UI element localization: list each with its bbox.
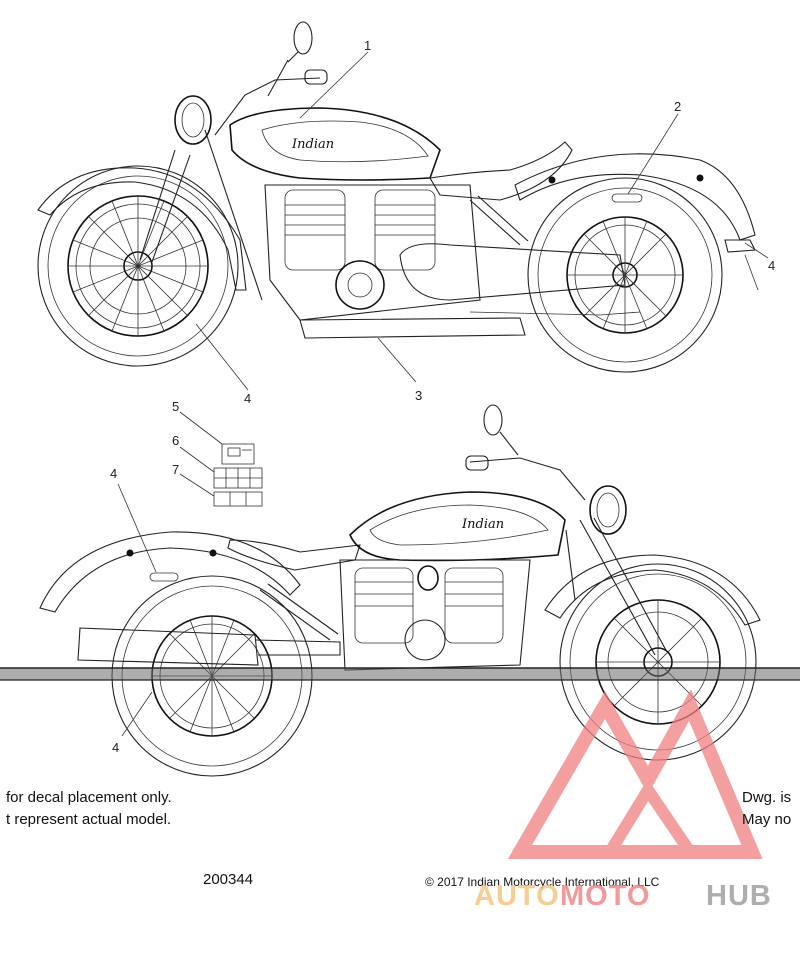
callout-4-rear-wheel-bottom: 4 [112, 740, 119, 755]
note-right-line2: May no [742, 811, 792, 828]
engine-bottom [339, 559, 531, 671]
drawing-number: 200344 [203, 871, 254, 888]
callout-4-rear-top: 4 [768, 258, 775, 273]
watermark-hub: HUB [706, 880, 772, 912]
ground-strip [0, 668, 800, 680]
rear-fender-top [514, 153, 756, 241]
handlebar-bottom [465, 404, 586, 501]
note-right-line1: Dwg. is [742, 789, 792, 806]
front-wheel-top [37, 165, 239, 367]
decal-5-label [221, 443, 255, 465]
decal-7-label [213, 491, 263, 507]
front-fork-top [139, 129, 263, 301]
front-fork-bottom [565, 517, 668, 656]
callouts-top: 1 2 3 4 4 [195, 38, 775, 406]
fuel-tank-top [229, 107, 441, 181]
headlight-bottom [589, 485, 627, 535]
rear-shock-top [469, 195, 529, 246]
rear-wheel-top [527, 177, 723, 373]
callout-3: 3 [415, 388, 422, 403]
note-left-line1: for decal placement only. [6, 789, 172, 806]
copyright-notice: © 2017 Indian Motorcycle International, … [425, 875, 660, 889]
callout-1: 1 [364, 38, 371, 53]
headlight-top [174, 95, 212, 145]
rear-fender-decal-bottom [149, 572, 179, 582]
front-fender-bottom [544, 554, 761, 626]
callout-4-front-top: 4 [244, 391, 251, 406]
rear-fender-decal-top [611, 193, 643, 203]
swingarm-top [399, 243, 626, 301]
motorcycle-side-view-left: Indian [37, 21, 759, 373]
engine-top [264, 184, 526, 339]
note-left-line2: t represent actual model. [6, 811, 172, 828]
callout-6: 6 [172, 433, 179, 448]
rear-fender-bottom [39, 531, 301, 613]
callouts-bottom: 4 4 [110, 466, 157, 755]
watermark-text: AUTO MOTO HUB [474, 880, 800, 916]
decal-sheets: 5 6 7 [172, 399, 263, 507]
fuel-tank-bottom [349, 491, 566, 562]
tank-logo-bottom: Indian [461, 517, 504, 532]
callout-7: 7 [172, 462, 179, 477]
front-fender-top [37, 167, 247, 291]
handlebar-top [214, 21, 328, 136]
tank-logo-top: Indian [291, 137, 334, 152]
automotohub-logo [507, 689, 763, 859]
callout-4-rear-fender-bottom: 4 [110, 466, 117, 481]
callout-5: 5 [172, 399, 179, 414]
callout-2: 2 [674, 99, 681, 114]
exhaust-bottom [77, 627, 259, 666]
watermark-auto: AUTO [474, 880, 560, 912]
seat-top [429, 141, 573, 201]
watermark-moto: MOTO [560, 880, 651, 912]
motorcycle-side-view-right: Indian [0, 404, 800, 777]
